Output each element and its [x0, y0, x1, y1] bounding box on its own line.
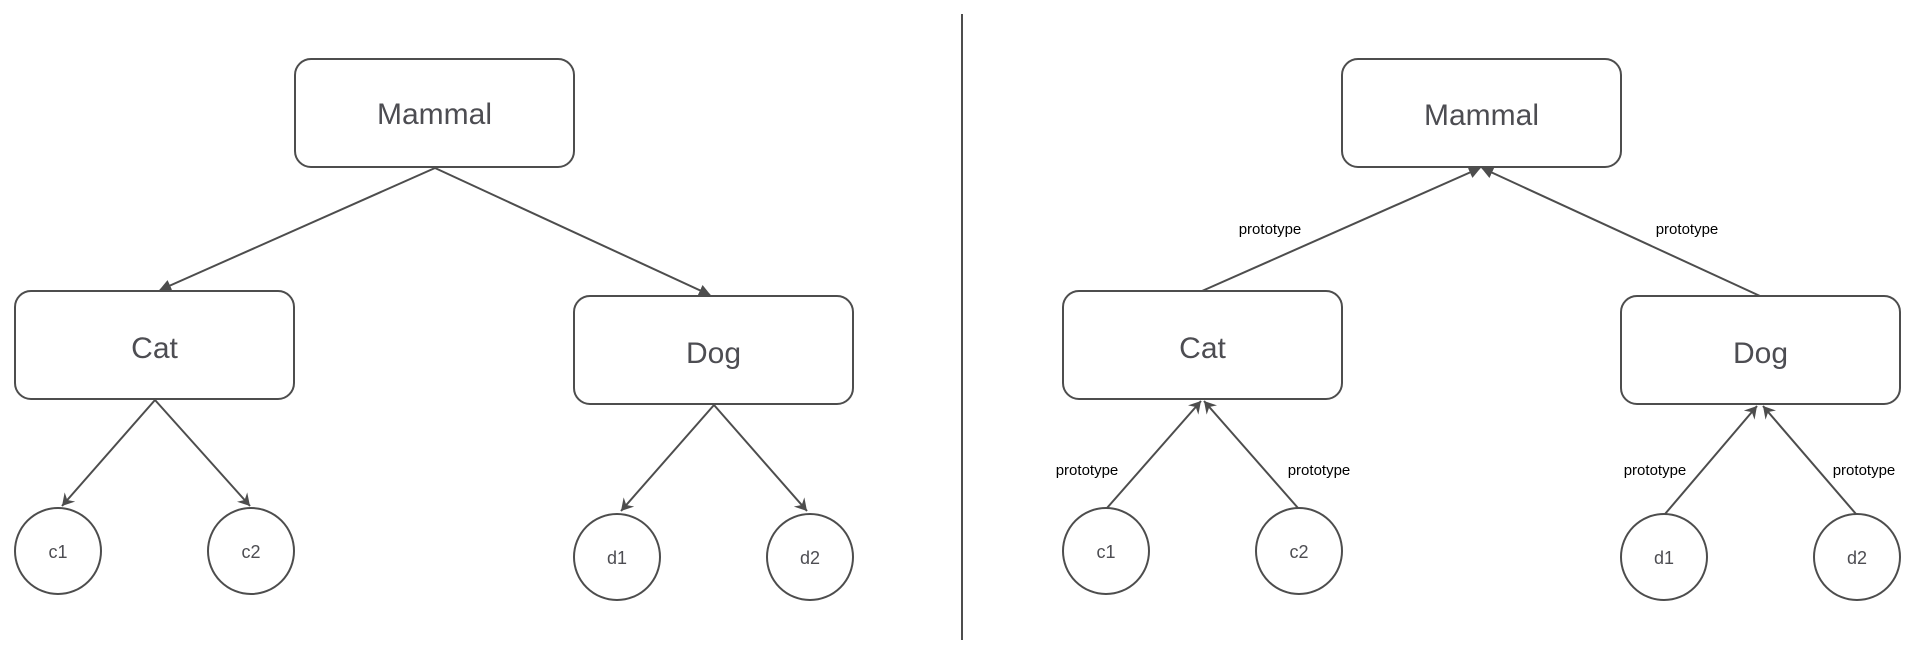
edge-label-d1-dog: prototype — [1624, 462, 1687, 479]
right-diagram: prototype prototype prototype prototype … — [1056, 58, 1901, 601]
c1-node — [1062, 507, 1150, 595]
d1-label: d1 — [607, 548, 627, 568]
c1-label: c1 — [48, 542, 67, 562]
edge-cat-mammal — [1201, 166, 1481, 292]
d2-label: d2 — [1847, 548, 1867, 568]
mammal-label: Mammal — [377, 98, 492, 131]
c2-node — [1255, 507, 1343, 595]
c2-label: c2 — [1289, 542, 1308, 562]
d2-label: d2 — [800, 548, 820, 568]
edge-label-c1-cat: prototype — [1056, 462, 1119, 479]
cat-label: Cat — [1179, 332, 1226, 365]
edge-d2-dog — [1762, 405, 1857, 515]
c1-node — [14, 507, 102, 595]
edge-mammal-dog — [434, 167, 711, 296]
d2-node — [766, 513, 854, 601]
edge-dog-d1 — [620, 404, 715, 512]
edge-dog-mammal — [1481, 167, 1761, 297]
left-diagram: Mammal Cat Dog c1 c2 d1 d2 — [14, 58, 854, 601]
edge-d1-dog — [1664, 405, 1758, 515]
c2-label: c2 — [241, 542, 260, 562]
cat-label: Cat — [131, 332, 178, 365]
edge-label-d2-dog: prototype — [1833, 462, 1896, 479]
mammal-node — [294, 58, 575, 168]
edge-label-c2-cat: prototype — [1288, 462, 1351, 479]
cat-node — [1062, 290, 1343, 400]
edge-label-cat-mammal: prototype — [1239, 221, 1302, 238]
edge-c2-cat — [1203, 400, 1299, 509]
dog-label: Dog — [686, 337, 741, 370]
mammal-node — [1341, 58, 1622, 168]
dog-label: Dog — [1733, 337, 1788, 370]
mammal-label: Mammal — [1424, 99, 1539, 132]
cat-node — [14, 290, 295, 400]
edge-c1-cat — [1106, 400, 1202, 509]
edge-cat-c2 — [154, 399, 251, 507]
edge-dog-d2 — [713, 404, 808, 512]
c2-node — [207, 507, 295, 595]
edge-label-dog-mammal: prototype — [1656, 221, 1719, 238]
d1-label: d1 — [1654, 548, 1674, 568]
edge-cat-c1 — [61, 399, 156, 507]
c1-label: c1 — [1096, 542, 1115, 562]
d1-node — [573, 513, 661, 601]
d1-node — [1620, 513, 1708, 601]
edge-mammal-cat — [159, 167, 436, 292]
dog-node — [573, 295, 854, 405]
dog-node — [1620, 295, 1901, 405]
d2-node — [1813, 513, 1901, 601]
